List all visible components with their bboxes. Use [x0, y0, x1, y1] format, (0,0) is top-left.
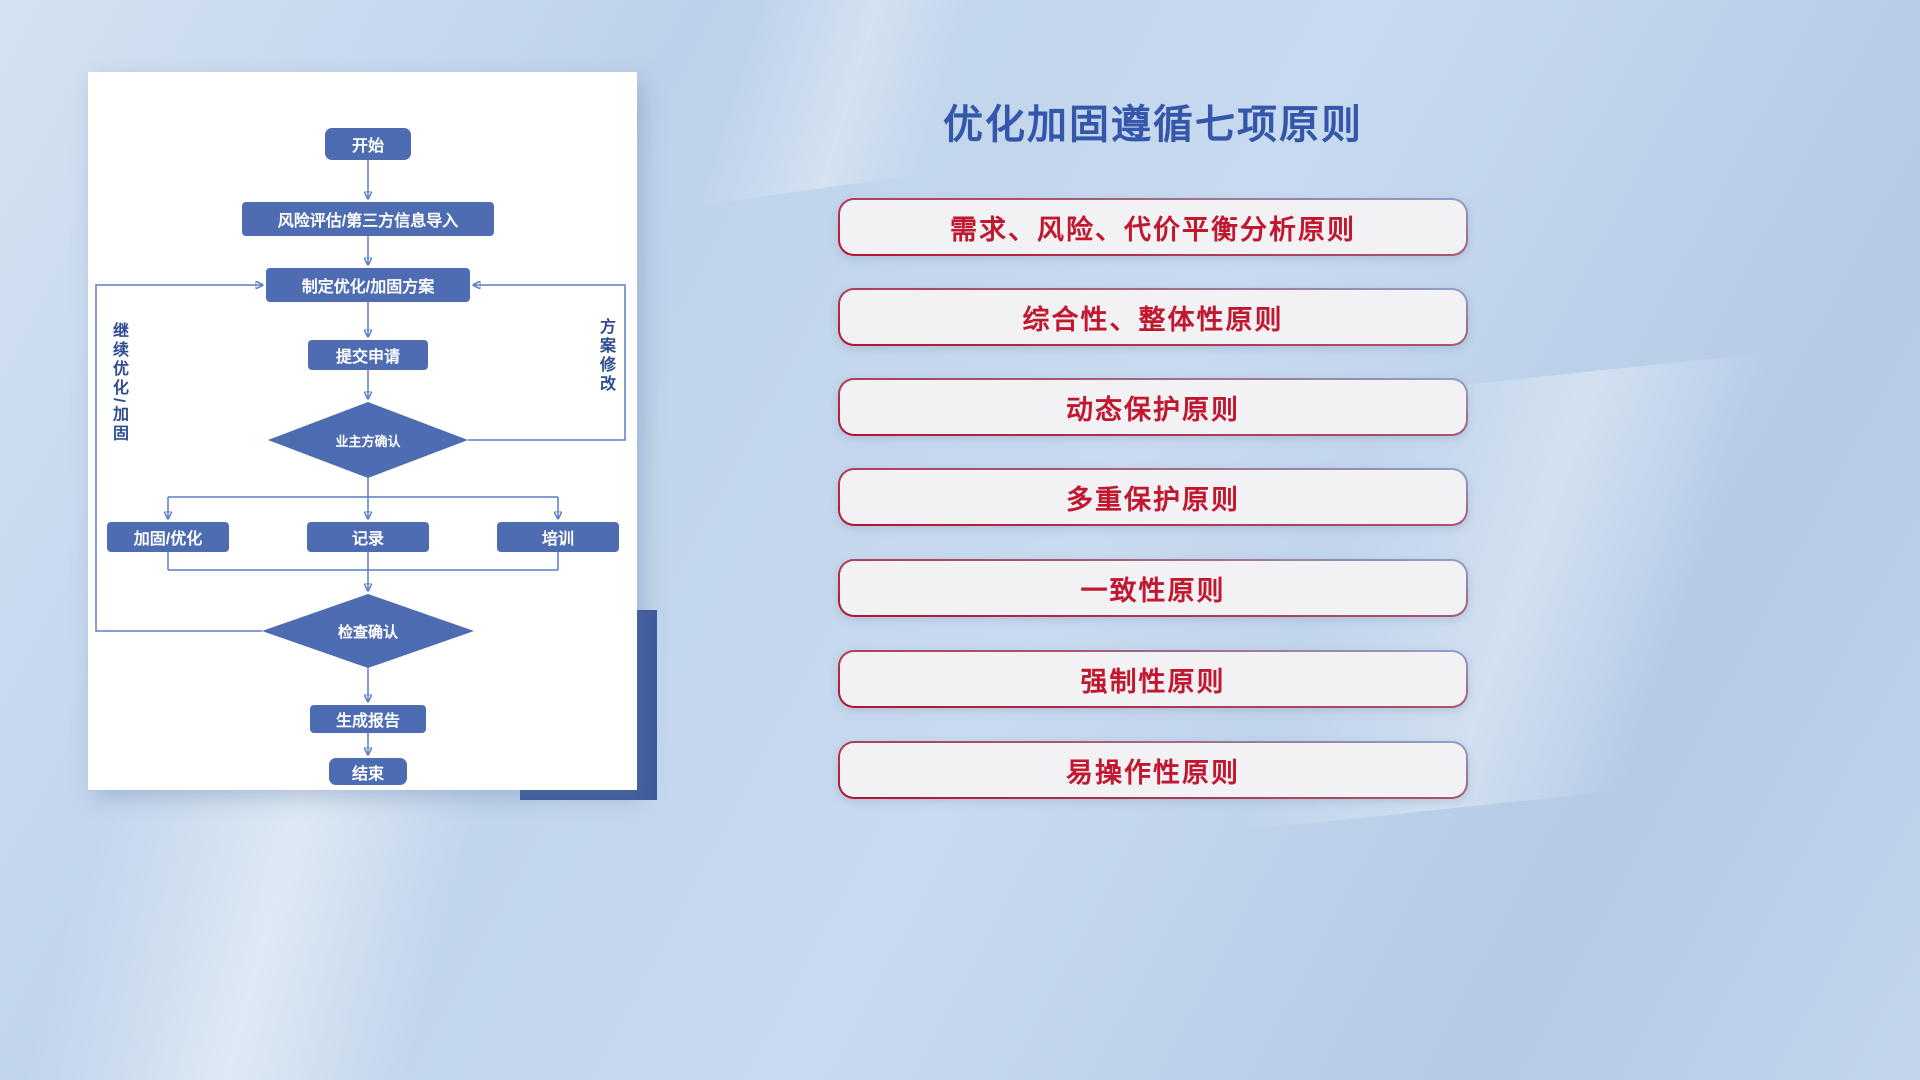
- flow-decision-owner-confirm: 业主方确认: [268, 402, 468, 478]
- flow-node-submit-application: 提交申请: [308, 340, 428, 370]
- principle-pill: 动态保护原则: [838, 378, 1468, 436]
- flow-node-risk-assessment: 风险评估/第三方信息导入: [242, 202, 494, 236]
- flow-node-training: 培训: [497, 522, 619, 552]
- principle-pill: 综合性、整体性原则: [838, 288, 1468, 346]
- principle-text: 综合性、整体性原则: [840, 290, 1466, 344]
- flow-node-start: 开始: [325, 128, 411, 160]
- principle-text: 强制性原则: [840, 652, 1466, 706]
- flow-label-continue-optimize: 继续优化/加固: [110, 322, 127, 444]
- principle-pill: 易操作性原则: [838, 741, 1468, 799]
- flow-node-harden-optimize: 加固/优化: [107, 522, 229, 552]
- principle-text: 多重保护原则: [840, 470, 1466, 524]
- flow-node-record: 记录: [307, 522, 429, 552]
- flow-node-generate-report: 生成报告: [310, 705, 426, 733]
- principle-pill: 一致性原则: [838, 559, 1468, 617]
- principle-pill: 强制性原则: [838, 650, 1468, 708]
- flowchart-card: 开始 风险评估/第三方信息导入 制定优化/加固方案 提交申请 业主方确认 加固/…: [88, 72, 637, 790]
- flow-node-make-plan: 制定优化/加固方案: [266, 268, 470, 302]
- principle-pill: 多重保护原则: [838, 468, 1468, 526]
- principle-text: 动态保护原则: [840, 380, 1466, 434]
- principle-text: 需求、风险、代价平衡分析原则: [840, 200, 1466, 254]
- flow-label-plan-revision: 方案修改: [597, 318, 614, 394]
- principle-text: 易操作性原则: [840, 743, 1466, 797]
- flow-decision-check-confirm: 检查确认: [262, 594, 474, 668]
- flow-node-end: 结束: [329, 758, 407, 785]
- principle-pill: 需求、风险、代价平衡分析原则: [838, 198, 1468, 256]
- principle-text: 一致性原则: [840, 561, 1466, 615]
- page-title: 优化加固遵循七项原则: [943, 103, 1363, 147]
